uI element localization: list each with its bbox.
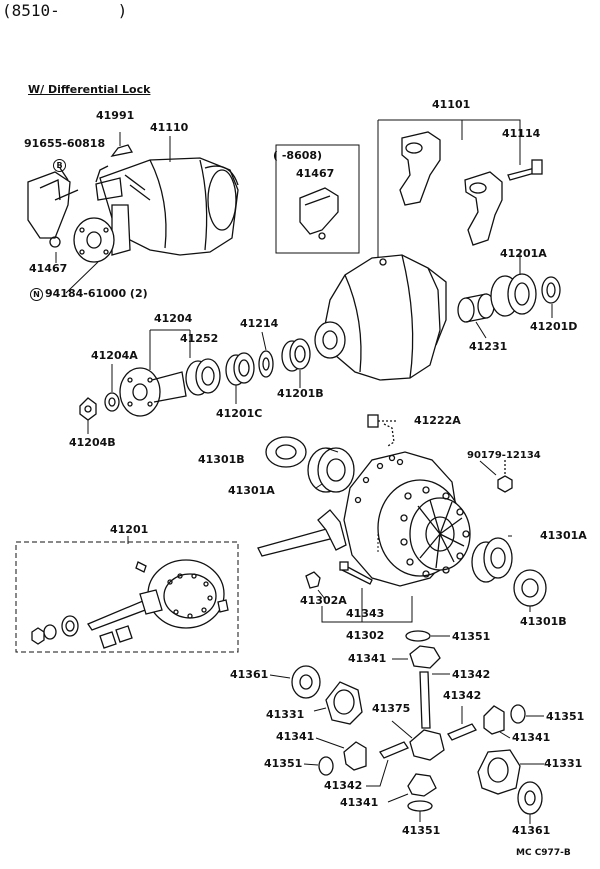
carrier-assembly [73, 144, 239, 263]
washer-41361-left [269, 665, 321, 699]
label-41467: 41467 [29, 262, 68, 275]
label-41214: 41214 [240, 317, 279, 330]
label-41204B: 41204B [69, 436, 116, 449]
spider-41375 [391, 720, 445, 761]
ring-gear [147, 559, 225, 629]
label-41331-left: 41331 [266, 708, 305, 721]
differential-case [343, 451, 471, 587]
label-41341-bottom: 41341 [340, 796, 379, 809]
label-41201D: 41201D [530, 320, 578, 333]
label-41342-right: 41342 [443, 689, 482, 702]
label-41342-top: 41342 [452, 668, 491, 681]
side-gear-41331-left [313, 681, 363, 725]
diagram-subtitle: W/ Differential Lock [28, 83, 151, 96]
label-41110: 41110 [150, 121, 189, 134]
label-41351-right: 41351 [546, 710, 585, 723]
label-41201A: 41201A [500, 247, 547, 260]
washer-41361-right [517, 781, 543, 824]
bracket-inset [299, 187, 339, 240]
bearing-41201B [281, 338, 311, 372]
side-gear-41331-right [477, 749, 544, 795]
pinion-41341-right [483, 705, 511, 739]
label-94184-61000: 94184-61000 (2) [45, 287, 148, 300]
label-41991: 41991 [96, 109, 135, 122]
label-41375: 41375 [372, 702, 411, 715]
seal-41301B-lower [513, 569, 547, 607]
label-41331-right: 41331 [544, 757, 583, 770]
label-41351-bottom: 41351 [402, 824, 441, 837]
label-41341-left: 41341 [276, 730, 315, 743]
shaft-41342-right [447, 706, 477, 741]
drive-pinion [87, 589, 163, 631]
washer-41351-bottom [407, 800, 433, 822]
label-41351-left: 41351 [264, 757, 303, 770]
carrier-housing [314, 254, 447, 381]
label-41201C: 41201C [216, 407, 263, 420]
bearing-41201C [225, 352, 255, 386]
figure-code: MC C977-B [516, 848, 571, 858]
seal-41301B-upper [265, 436, 307, 468]
inset-range-label: ( -8608) [273, 149, 323, 162]
label-41201B: 41201B [277, 387, 324, 400]
label-41342-bottom: 41342 [324, 779, 363, 792]
label-41301A-lower: 41301A [540, 529, 587, 542]
seal-41252 [185, 358, 221, 396]
label-41231: 41231 [469, 340, 508, 353]
label-41301B-upper: 41301B [198, 453, 245, 466]
label-41301A-upper: 41301A [228, 484, 275, 497]
bolt-41302A [305, 571, 321, 589]
pin-41343 [339, 561, 373, 585]
label-41302A: 41302A [300, 594, 347, 607]
label-41361-right: 41361 [512, 824, 551, 837]
flange-41204 [119, 367, 187, 417]
label-41101: 41101 [432, 98, 471, 111]
pinion-41341-top [392, 645, 441, 669]
model-code-range: (8510- ) [2, 1, 128, 20]
label-41204: 41204 [154, 312, 193, 325]
washer-41351-left [303, 756, 334, 776]
label-41114: 41114 [502, 127, 541, 140]
callout-n: N [30, 288, 43, 301]
bracket-left [27, 171, 79, 248]
label-41361-left: 41361 [230, 668, 269, 681]
bolt-41222A [367, 414, 398, 447]
washer-41204A [104, 392, 120, 412]
bearing-41301A-lower [471, 537, 513, 583]
washer-41351-top [405, 630, 450, 642]
axle-shaft-left [257, 509, 347, 557]
label-41343: 41343 [346, 607, 385, 620]
shaft-41342-top [419, 671, 450, 729]
ring-gear-small-parts [31, 615, 133, 649]
washer-41351-right [510, 704, 544, 724]
seal-41201D [541, 276, 561, 304]
bearing-cap-1 [399, 131, 441, 206]
label-91655-60818: 91655-60818 [24, 137, 106, 150]
cap-bolt [507, 159, 543, 181]
pinion-41341-left [315, 737, 367, 771]
shaft-41342-bottom [366, 741, 409, 787]
label-41222A: 41222A [414, 414, 461, 427]
label-41351-top: 41351 [452, 630, 491, 643]
sleeve-41231 [457, 293, 495, 323]
label-90179-12134: 90179-12134 [467, 450, 541, 461]
callout-b: B [53, 159, 66, 172]
bearing-41301A-upper [307, 447, 355, 493]
label-41341-top: 41341 [348, 652, 387, 665]
label-41302: 41302 [346, 629, 385, 642]
label-41201: 41201 [110, 523, 149, 536]
nut-41204B [79, 397, 97, 421]
label-41204A: 41204A [91, 349, 138, 362]
label-41467-inset: 41467 [296, 167, 335, 180]
spacer-41214 [258, 350, 274, 378]
bearing-cap-2 [464, 171, 503, 246]
label-41301B-lower: 41301B [520, 615, 567, 628]
bearing-41201A [490, 273, 537, 317]
label-41252: 41252 [180, 332, 219, 345]
pinion-41341-bottom [387, 773, 437, 803]
label-41341-right: 41341 [512, 731, 551, 744]
nut-90179 [497, 460, 513, 493]
